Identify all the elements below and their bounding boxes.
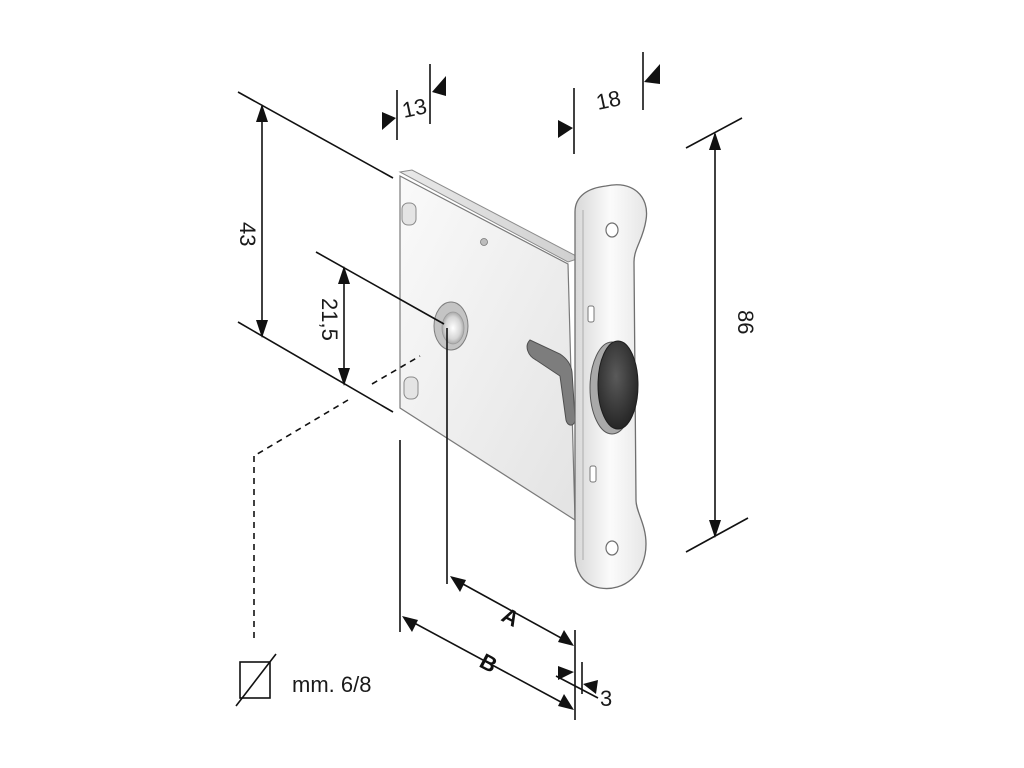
arrow-18-right bbox=[644, 64, 660, 84]
arrow-3-right bbox=[583, 680, 598, 694]
label-13: 13 bbox=[400, 93, 429, 123]
arrow-13-right bbox=[432, 76, 446, 96]
arrow-86-bottom bbox=[709, 520, 721, 538]
label-18: 18 bbox=[594, 85, 623, 115]
faceplate-screw-hole-top bbox=[605, 222, 619, 238]
dim-leader-3 bbox=[555, 675, 599, 699]
arrow-a-right bbox=[558, 630, 574, 646]
arrow-43-bottom bbox=[256, 320, 268, 338]
ext-line-21-top bbox=[315, 251, 445, 325]
label-86: 86 bbox=[733, 310, 758, 334]
ext-line-86-top bbox=[685, 117, 743, 149]
arrow-13-left bbox=[382, 112, 396, 130]
spindle-center-dashed bbox=[371, 355, 421, 385]
label-spindle-size: mm. 6/8 bbox=[292, 672, 371, 697]
label-b: B bbox=[476, 648, 502, 678]
arrow-b-left bbox=[402, 616, 418, 632]
arrow-21-bottom bbox=[338, 368, 350, 386]
lock-body bbox=[398, 169, 648, 590]
label-43: 43 bbox=[235, 222, 260, 246]
dimension-lines bbox=[237, 52, 749, 720]
arrow-43-top bbox=[256, 104, 268, 122]
faceplate-screw-hole-bottom bbox=[605, 540, 619, 556]
dim-line-a bbox=[451, 577, 573, 645]
case-screw-tab-lower bbox=[403, 376, 419, 400]
ext-line-43-bottom bbox=[237, 321, 394, 413]
faceplate-slot-upper bbox=[587, 305, 595, 323]
case-side-face bbox=[399, 175, 576, 522]
latch-bolt bbox=[597, 340, 639, 430]
label-a: A bbox=[498, 602, 524, 632]
ext-line-86-bottom bbox=[685, 517, 749, 553]
dimension-labels: 13 18 43 21,5 86 A B 3 mm. 6/8 bbox=[235, 85, 758, 711]
arrow-a-left bbox=[450, 576, 466, 592]
label-3: 3 bbox=[600, 686, 612, 711]
arrowheads bbox=[256, 64, 721, 710]
arrow-b-right bbox=[558, 694, 574, 710]
spindle-square-symbol bbox=[235, 653, 277, 707]
spindle-square-diagonal bbox=[235, 653, 277, 707]
ext-line-43-top bbox=[237, 91, 394, 179]
label-21-5: 21,5 bbox=[317, 298, 342, 341]
spindle-path-dashed-1 bbox=[253, 399, 349, 457]
arrow-18-left bbox=[558, 120, 573, 138]
dim-line-b bbox=[404, 617, 573, 709]
spindle-square-icon bbox=[239, 661, 271, 699]
case-small-hole bbox=[480, 238, 488, 246]
faceplate-slot-lower bbox=[589, 465, 597, 483]
arrow-21-top bbox=[338, 266, 350, 284]
keyhole-slot bbox=[526, 339, 576, 426]
arrow-3-left bbox=[558, 666, 574, 680]
case-screw-tab-upper bbox=[401, 202, 417, 226]
follower-hole-inner bbox=[441, 311, 465, 345]
arrow-86-top bbox=[709, 132, 721, 150]
